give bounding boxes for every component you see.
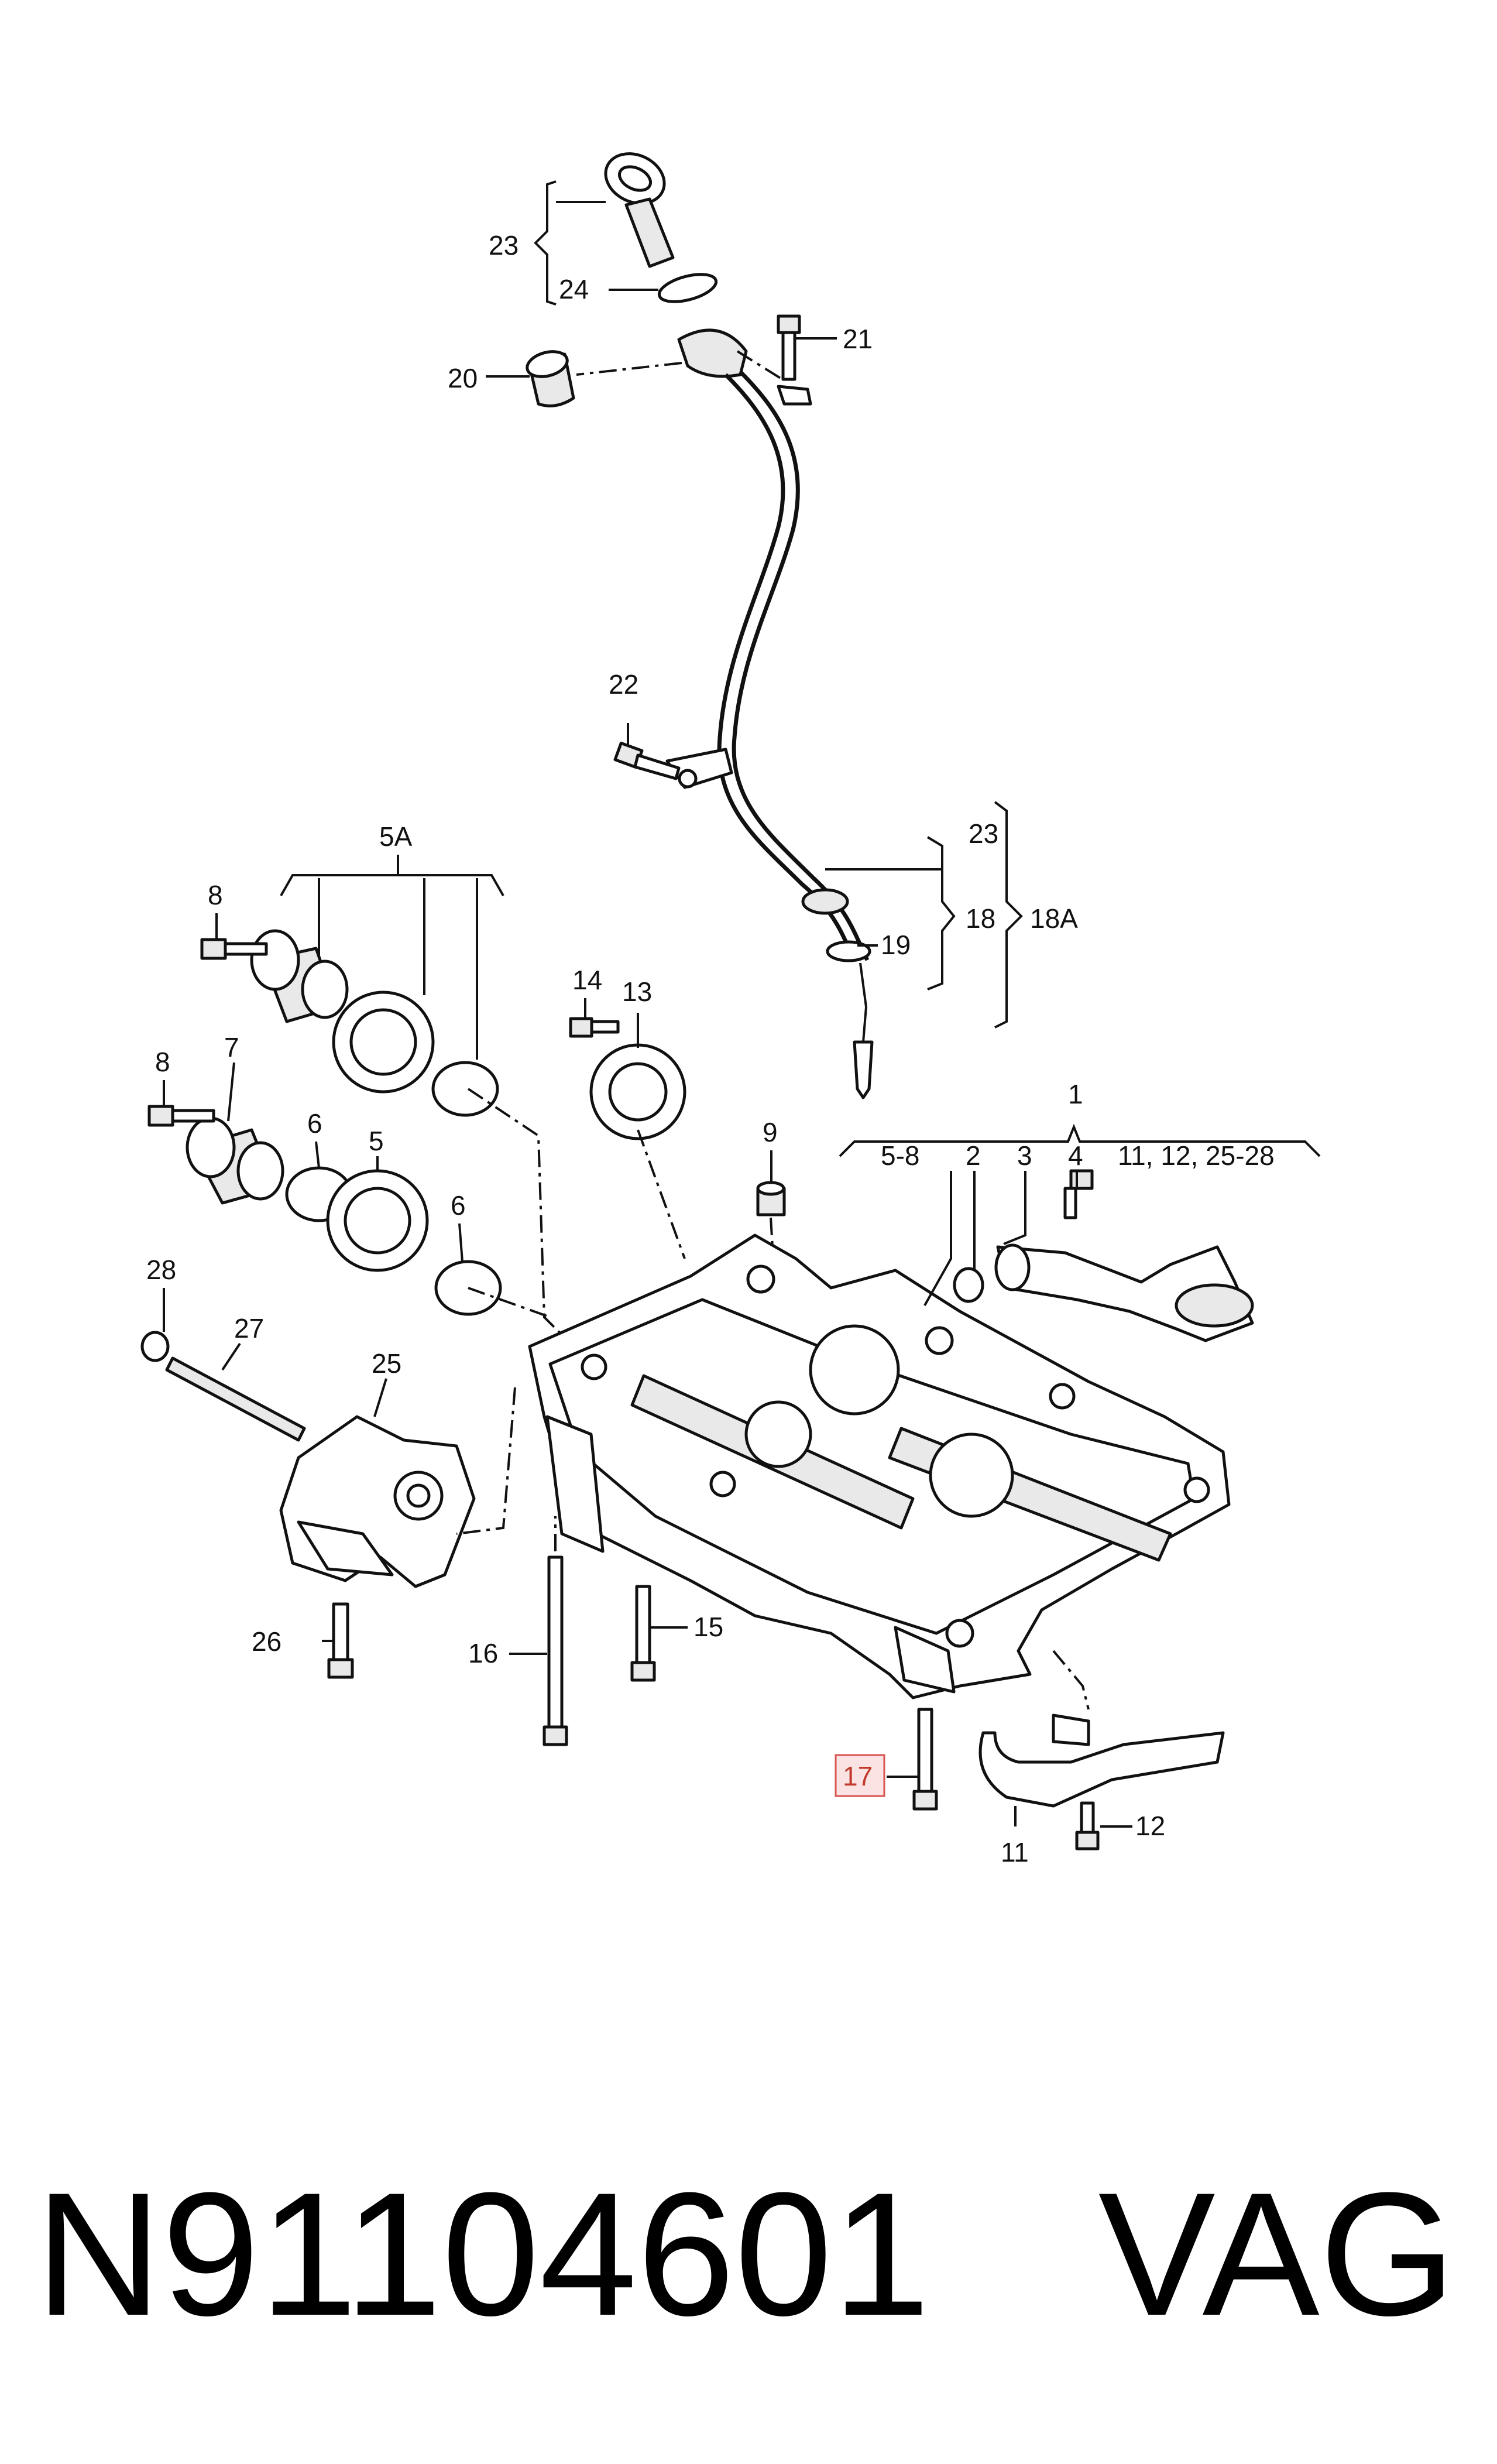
exploded-parts-diagram: 23 24 21 20 22 23 18 18A 19 5A 8 8 7 6 5… <box>140 152 1321 1867</box>
callout-4: 4 <box>1068 1140 1083 1171</box>
callout-9: 9 <box>763 1117 778 1147</box>
callout-19: 19 <box>881 930 911 960</box>
callout-11: 11 <box>1001 1837 1029 1867</box>
callout-8-upper: 8 <box>208 880 223 910</box>
callout-2: 2 <box>966 1140 981 1171</box>
callout-1: 1 <box>1068 1079 1083 1109</box>
callout-15: 15 <box>693 1612 723 1642</box>
footer-caption: N91104601 VAG <box>0 2143 1497 2365</box>
callout-5a: 5A <box>379 821 413 852</box>
oil-pump-group <box>140 1331 938 1811</box>
leader-lines <box>163 180 1321 1828</box>
drive-gears-group <box>147 929 786 1316</box>
callout-13: 13 <box>622 976 652 1007</box>
callout-5: 5 <box>369 1126 384 1156</box>
callout-28: 28 <box>146 1255 176 1285</box>
callout-17: 17 <box>843 1761 873 1791</box>
callout-labels: 23 24 21 20 22 23 18 18A 19 5A 8 8 7 6 5… <box>146 230 1275 1867</box>
balancer-shaft-housing <box>528 1233 1231 1699</box>
callout-25: 25 <box>372 1348 401 1379</box>
callout-26: 26 <box>252 1626 281 1657</box>
callout-24: 24 <box>559 274 589 304</box>
callout-18: 18 <box>966 903 995 934</box>
callout-16: 16 <box>468 1638 498 1668</box>
callout-8-lower: 8 <box>155 1047 170 1077</box>
callout-7: 7 <box>224 1032 239 1063</box>
callout-14: 14 <box>572 965 602 995</box>
callout-23-lower: 23 <box>969 818 998 849</box>
dipstick-assembly <box>526 152 874 1099</box>
callout-12: 12 <box>1135 1811 1165 1841</box>
callout-20: 20 <box>448 363 478 393</box>
callout-11-12-25-28: 11, 12, 25-28 <box>1118 1140 1275 1171</box>
callout-27: 27 <box>234 1313 264 1344</box>
callout-23-top: 23 <box>489 230 519 261</box>
suction-pipes <box>953 1169 1254 1850</box>
brand-name: VAG <box>1098 2155 1456 2352</box>
callout-6-lower: 6 <box>451 1190 466 1221</box>
callout-21: 21 <box>843 324 873 354</box>
callout-5-8: 5-8 <box>881 1140 919 1171</box>
callout-6-upper: 6 <box>307 1108 322 1139</box>
callout-3: 3 <box>1017 1140 1032 1171</box>
callout-18a: 18A <box>1030 903 1078 934</box>
callout-17-highlight-box <box>835 1754 885 1797</box>
callout-22: 22 <box>609 669 638 700</box>
alignment-lines <box>456 350 1090 1710</box>
part-number: N91104601 <box>35 2155 931 2352</box>
